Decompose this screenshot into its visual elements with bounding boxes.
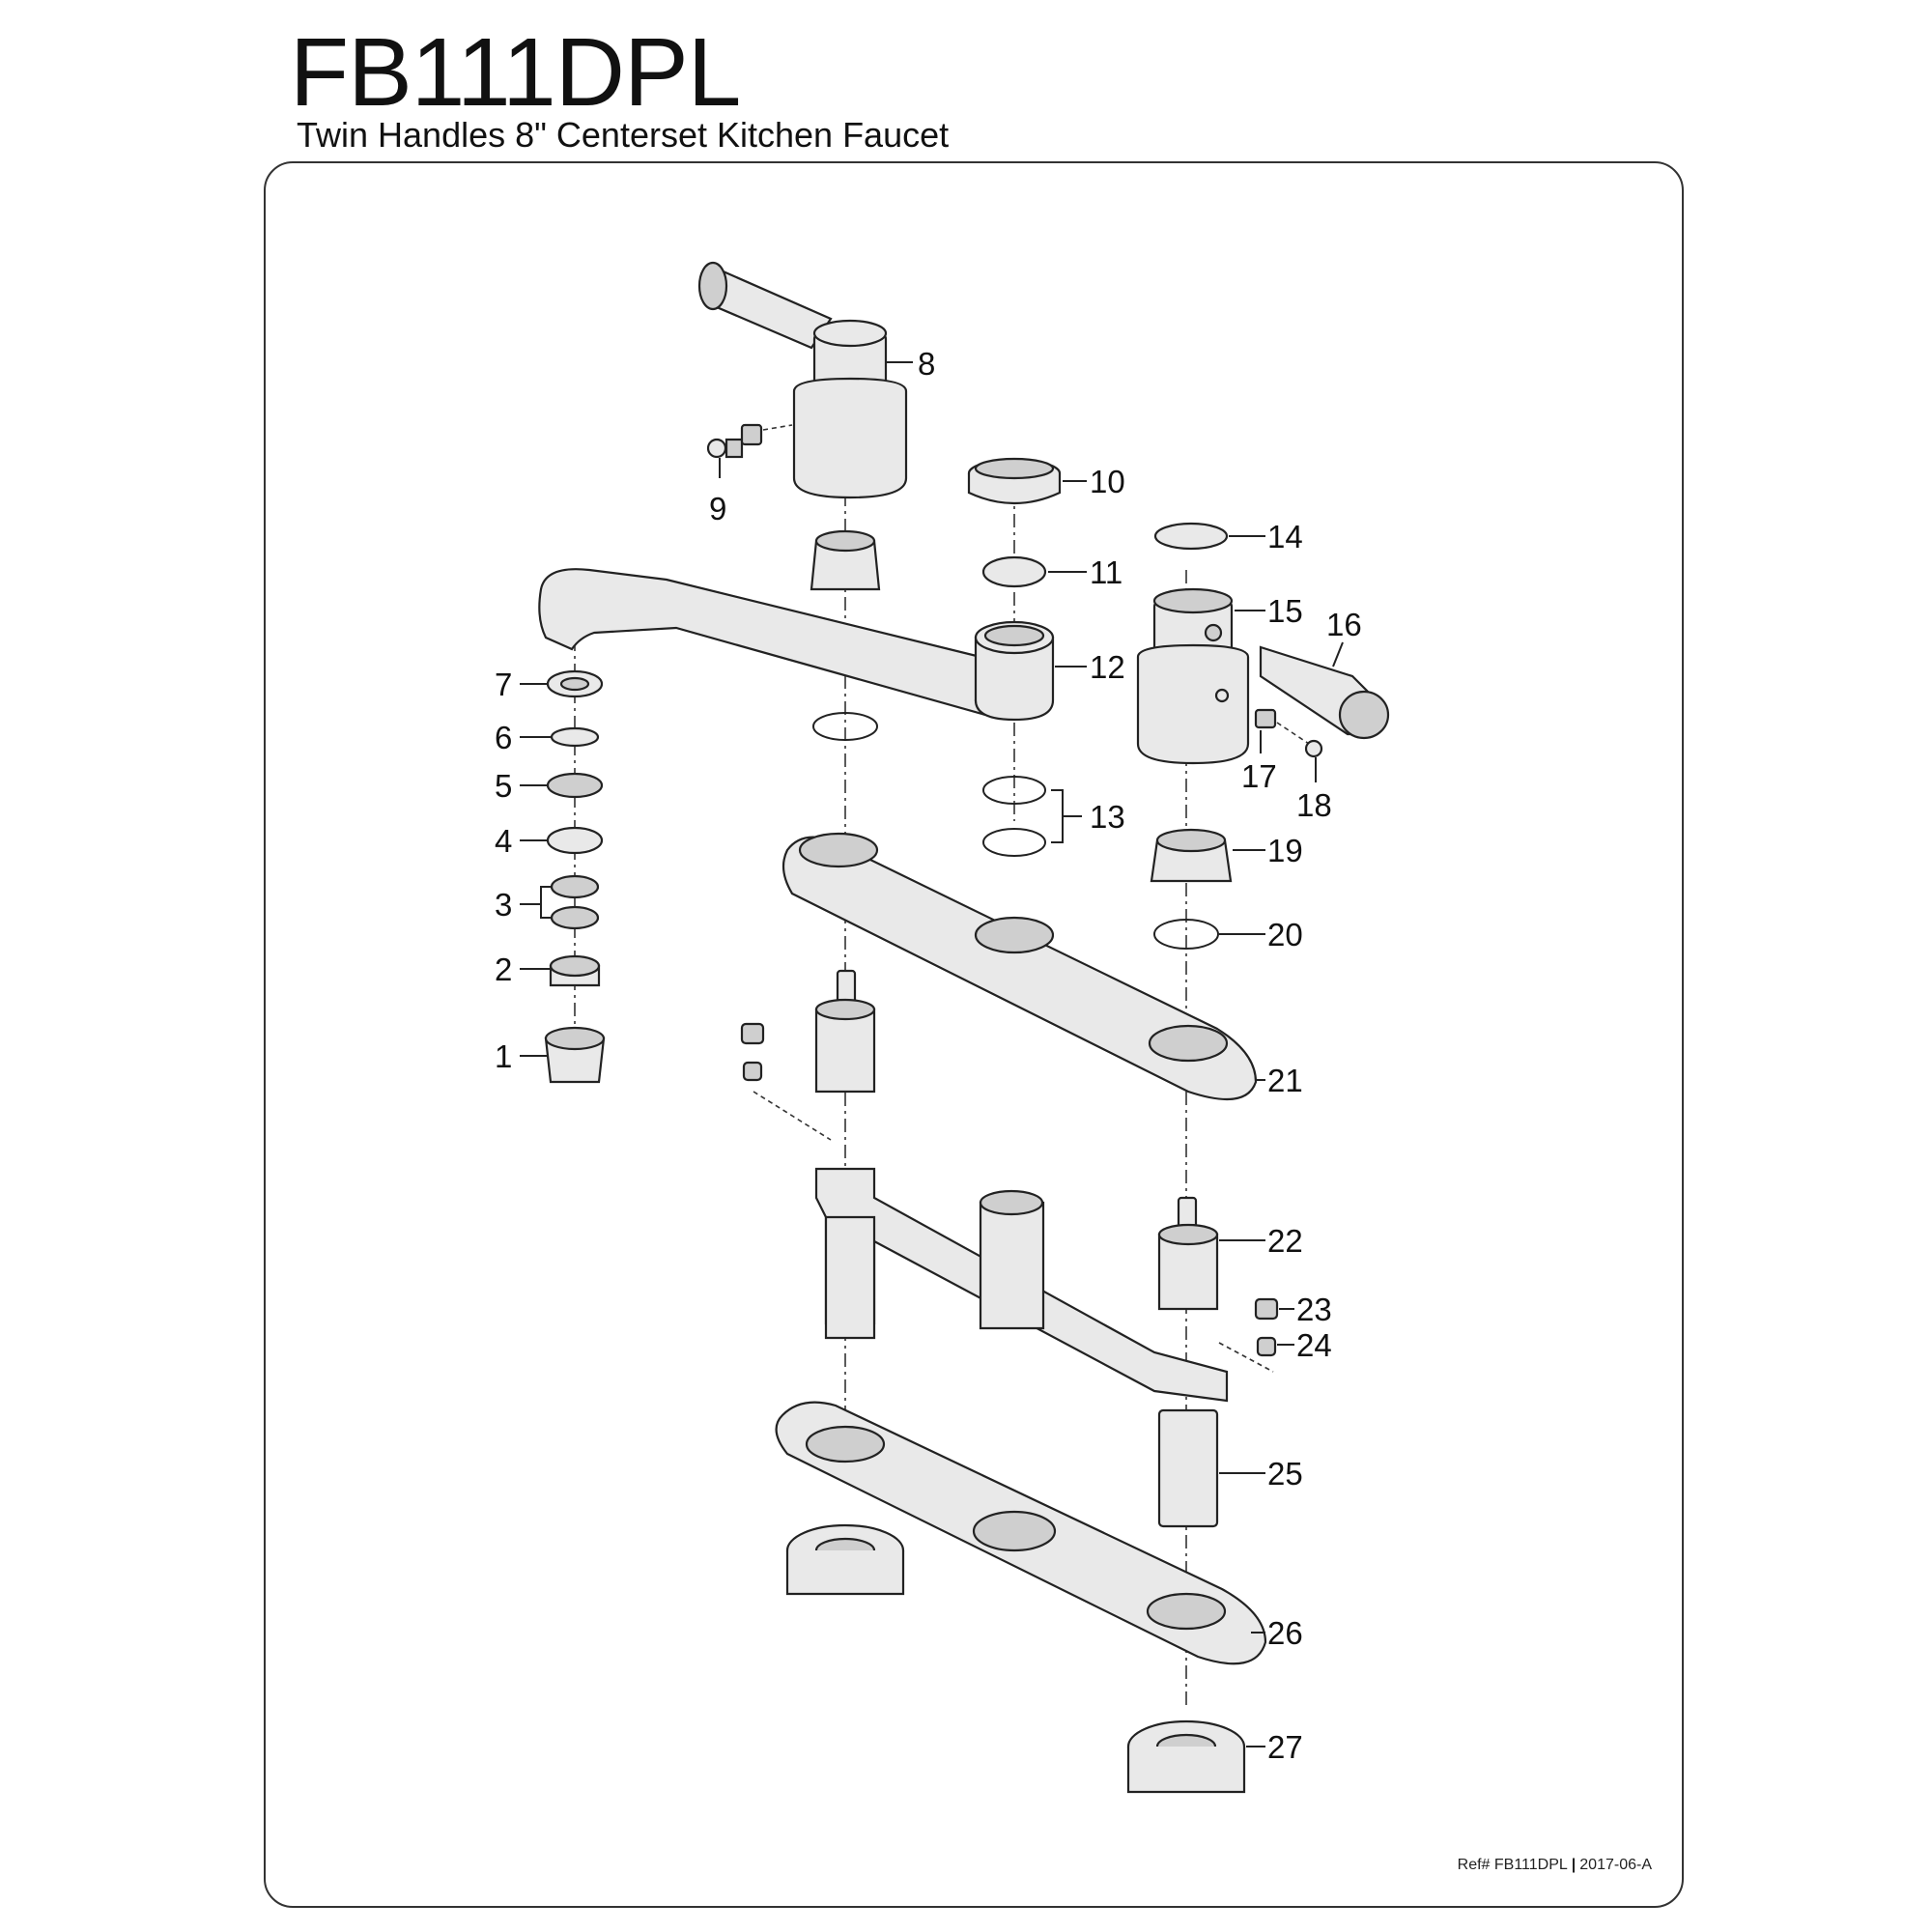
part-10-cap: [967, 457, 1062, 505]
part-3-top: [550, 874, 600, 899]
part-label-3: 3: [495, 887, 512, 923]
part-26-gasket: [775, 1401, 1267, 1665]
part-labels: 8 9 10 11 12 13 14 15 16 17 18 19 20 21 …: [495, 346, 1362, 1765]
part-label-27: 27: [1267, 1729, 1303, 1765]
part-13-o-ring-bottom: [982, 828, 1046, 857]
part-label-5: 5: [495, 768, 512, 804]
part-label-22: 22: [1267, 1223, 1303, 1259]
model-subtitle: Twin Handles 8" Centerset Kitchen Faucet: [297, 115, 950, 155]
part-label-2: 2: [495, 952, 512, 987]
part-label-17: 17: [1241, 758, 1277, 794]
part-8-left-handle: [697, 261, 908, 499]
part-19-nut: [1150, 828, 1233, 883]
part-label-11: 11: [1090, 554, 1122, 590]
part-16-right-lever: [1259, 645, 1390, 740]
leader-lines: [520, 361, 1344, 1747]
part-label-12: 12: [1090, 649, 1125, 685]
part-9-set-screw: [706, 423, 793, 459]
part-12-spout: [538, 568, 1055, 722]
part-22-right-cartridge: [1157, 1196, 1219, 1311]
part-label-23: 23: [1296, 1292, 1332, 1327]
part-20-o-ring: [1153, 919, 1219, 950]
part-label-10: 10: [1090, 464, 1125, 499]
part-6: [550, 726, 600, 748]
part-label-21: 21: [1267, 1063, 1303, 1098]
valve-body: [814, 1167, 1229, 1528]
part-label-24: 24: [1296, 1327, 1332, 1363]
part-23-seat: [1254, 1297, 1279, 1321]
part-label-16: 16: [1326, 607, 1362, 642]
part-label-20: 20: [1267, 917, 1303, 952]
part-24-spring: [1256, 1336, 1277, 1357]
part-label-15: 15: [1267, 593, 1303, 629]
aerator-parts: [544, 669, 606, 1084]
part-label-1: 1: [495, 1038, 512, 1074]
left-o-ring: [812, 712, 878, 741]
part-label-25: 25: [1267, 1456, 1303, 1492]
part-5: [546, 772, 604, 799]
footer-separator: |: [1571, 1857, 1577, 1873]
part-3-bottom: [550, 905, 600, 930]
part-21-deck-plate: [781, 832, 1258, 1101]
part-17-18-set-screw: [1254, 708, 1323, 758]
part-14-button-cap: [1153, 522, 1229, 551]
left-mounting-nut: [785, 1523, 905, 1596]
part-label-9: 9: [709, 491, 726, 526]
part-label-26: 26: [1267, 1615, 1303, 1651]
footer-ref-number: Ref# FB111DPL: [1457, 1857, 1568, 1873]
footer-reference: Ref# FB111DPL|2017-06-A: [1458, 1857, 1652, 1874]
footer-revision: 2017-06-A: [1579, 1857, 1652, 1873]
part-27-mounting-nut: [1126, 1719, 1246, 1794]
part-label-4: 4: [495, 823, 512, 859]
part-11-washer: [981, 555, 1047, 588]
part-13-o-ring-top: [982, 776, 1046, 805]
part-label-13: 13: [1090, 799, 1125, 835]
part-label-6: 6: [495, 720, 512, 755]
part-label-18: 18: [1296, 787, 1332, 823]
part-4: [546, 826, 604, 855]
handle-nut: [810, 529, 881, 591]
diagram-frame: [264, 161, 1684, 1908]
part-label-14: 14: [1267, 519, 1303, 554]
part-label-8: 8: [918, 346, 935, 382]
model-title: FB111DPL: [290, 18, 741, 127]
left-cartridge: [814, 969, 876, 1094]
left-seat-spring: [740, 1022, 765, 1082]
part-label-19: 19: [1267, 833, 1303, 868]
part-15-right-handle-body: [1136, 587, 1250, 765]
part-label-7: 7: [495, 667, 512, 702]
